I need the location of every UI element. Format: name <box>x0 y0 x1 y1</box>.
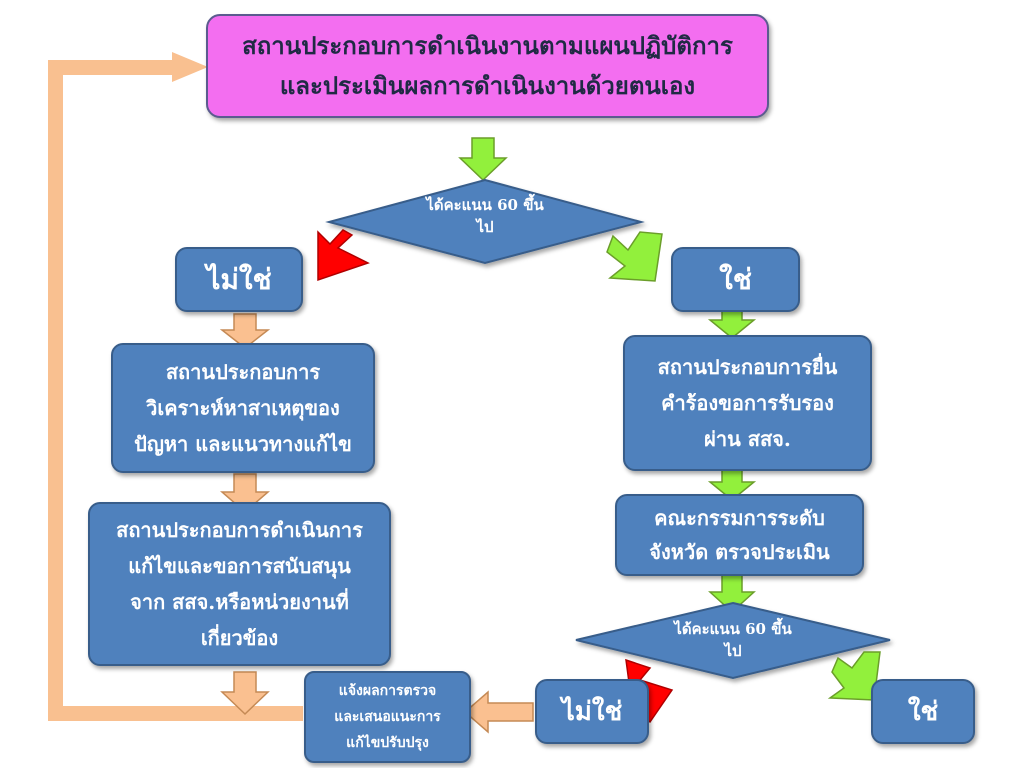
no-box-1: ไม่ใช่ <box>175 247 303 312</box>
committee-line-2: จังหวัด ตรวจประเมิน <box>649 540 830 564</box>
implement-line-4: เกี่ยวข้อง <box>200 626 279 650</box>
implement-fix-box: สถานประกอบการดำเนินการ แก้ไขและขอการสนับ… <box>88 502 391 666</box>
analyze-problem-box: สถานประกอบการ วิเคราะห์หาสาเหตุของ ปัญหา… <box>111 343 375 473</box>
committee-evaluation-box: คณะกรรมการระดับ จังหวัด ตรวจประเมิน <box>615 494 864 576</box>
analyze-line-3: ปัญหา และแนวทางแก้ไข <box>134 432 352 456</box>
yes-1-label: ใช่ <box>719 262 752 296</box>
decision-diamond-1 <box>325 178 645 265</box>
notify-line-3: แก้ไขปรับปรุง <box>346 735 429 751</box>
apply-certification-box: สถานประกอบการยื่น คำร้องขอการรับรอง ผ่าน… <box>623 335 872 471</box>
decision-1-label: ได้คะแนน 60 ขึ้นไป <box>425 194 545 238</box>
arrow-no-red-1 <box>317 229 370 282</box>
arrow-down-orange-3 <box>220 671 270 716</box>
title-line-1: สถานประกอบการดำเนินงานตามแผนปฏิบัติการ <box>242 31 733 60</box>
decision-2-line-2: 60 ขึ้นไป <box>724 620 792 660</box>
arrow-down-orange-1 <box>219 313 271 349</box>
analyze-line-1: สถานประกอบการ <box>165 360 321 384</box>
implement-line-3: จาก สสจ.หรือหน่วยงานที่ <box>130 590 349 614</box>
apply-line-3: ผ่าน สสจ. <box>704 427 791 451</box>
arrow-down-green-1 <box>458 137 508 182</box>
notify-line-1: แจ้งผลการตรวจ <box>338 683 437 699</box>
no-2-label: ไม่ใช่ <box>561 697 623 727</box>
no-box-2: ไม่ใช่ <box>535 679 649 744</box>
yes-2-label: ใช่ <box>907 697 939 727</box>
decision-1-line-1: ได้คะแนน <box>426 196 492 214</box>
apply-line-1: สถานประกอบการยื่น <box>657 355 838 379</box>
start-box-title: สถานประกอบการดำเนินงานตามแผนปฏิบัติการ แ… <box>206 14 769 118</box>
decision-2-label: ได้คะแนน 60 ขึ้นไป <box>673 618 793 662</box>
analyze-line-2: วิเคราะห์หาสาเหตุของ <box>146 396 340 420</box>
decision-2-line-1: ได้คะแนน <box>674 620 740 638</box>
notify-line-2: และเสนอแนะการ <box>334 709 441 725</box>
loop-back-line <box>48 52 303 721</box>
arrow-yes-green-1 <box>606 231 663 282</box>
no-1-label: ไม่ใช่ <box>206 262 272 296</box>
implement-line-2: แก้ไขและขอการสนับสนุน <box>128 554 351 578</box>
arrow-left-orange <box>463 690 534 734</box>
apply-line-2: คำร้องขอการรับรอง <box>661 391 834 415</box>
implement-line-1: สถานประกอบการดำเนินการ <box>116 518 363 542</box>
decision-diamond-2 <box>575 601 891 680</box>
committee-line-1: คณะกรรมการระดับ <box>654 506 825 530</box>
title-line-2: และประเมินผลการดำเนินงานด้วยตนเอง <box>279 71 696 100</box>
notify-result-box: แจ้งผลการตรวจ และเสนอแนะการ แก้ไขปรับปรุ… <box>304 671 471 763</box>
yes-box-2: ใช่ <box>871 679 975 744</box>
yes-box-1: ใช่ <box>671 247 800 312</box>
decision-1-line-2: 60 ขึ้นไป <box>476 196 544 236</box>
